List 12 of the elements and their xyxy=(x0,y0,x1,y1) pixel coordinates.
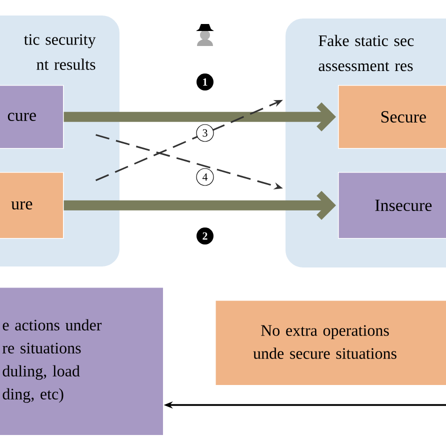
step-number: 1 xyxy=(196,74,214,90)
arrow xyxy=(64,102,336,132)
result-box: Secure xyxy=(338,85,446,149)
result-box: Insecure xyxy=(338,172,446,239)
action-box: e actions under re situations duling, load ding, etc) xyxy=(0,287,164,436)
arrow xyxy=(64,190,336,220)
action-box: No extra operations unde secure situations xyxy=(215,300,446,386)
step-number: 2 xyxy=(196,228,214,244)
step-number: 4 xyxy=(196,168,214,186)
result-box: cure xyxy=(0,85,64,149)
step-number: 3 xyxy=(196,124,214,142)
result-box: ure xyxy=(0,172,64,239)
